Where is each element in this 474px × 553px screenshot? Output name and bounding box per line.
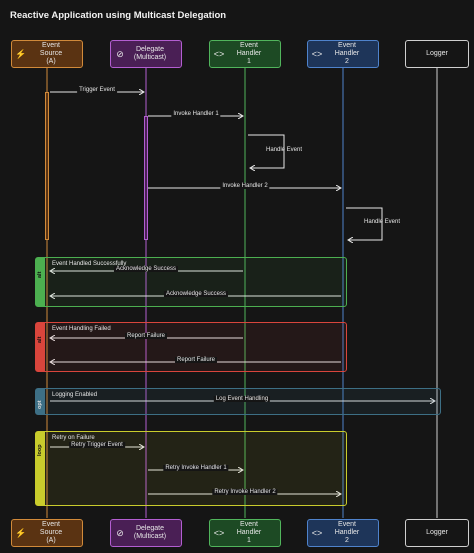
actor-label: Logger — [426, 49, 448, 57]
message-ack-success-2: Acknowledge Success — [163, 291, 229, 297]
actor-label: Event Handler — [236, 41, 262, 57]
message-invoke-h2: Invoke Handler 2 — [220, 183, 270, 189]
message-handle-event-2: Handle Event — [364, 219, 401, 225]
bolt-icon: ⚡ — [15, 527, 27, 538]
actor-label: Logger — [426, 528, 448, 536]
bolt-icon: ⚡ — [15, 48, 27, 59]
frame-keyword: loop — [37, 444, 43, 456]
frame-condition: Event Handling Failed — [52, 326, 111, 332]
frame-keyword: opt — [37, 400, 43, 409]
actor-event-source-top: ⚡ Event Source(A) — [11, 40, 83, 68]
message-log-event: Log Event Handling — [213, 396, 271, 402]
frame-condition: Retry on Failure — [52, 435, 95, 441]
frame-alt-success: alt Event Handled Successfully — [35, 257, 347, 307]
arrow-handle-event-2 — [346, 207, 383, 240]
actor-delegate-top: ⊘ Delegate(Multicast) — [110, 40, 182, 68]
message-retry-invoke-2: Retry Invoke Handler 2 — [212, 489, 278, 495]
actor-event-source-bottom: ⚡ Event Source(A) — [11, 519, 83, 547]
message-trigger-event: Trigger Event — [77, 87, 117, 93]
actor-sublabel: (Multicast) — [133, 533, 167, 540]
message-report-failure-1: Report Failure — [124, 333, 168, 339]
diagram-title: Reactive Application using Multicast Del… — [10, 10, 227, 21]
code-icon: <> — [311, 48, 323, 59]
actor-logger-top: Logger — [405, 40, 469, 68]
actor-logger-bottom: Logger — [405, 519, 469, 547]
message-retry-trigger: Retry Trigger Event — [69, 442, 125, 448]
actor-sublabel: 1 — [247, 58, 251, 66]
actor-label: Delegate — [135, 524, 165, 532]
code-icon: <> — [213, 527, 225, 538]
actor-sublabel: (A) — [46, 58, 56, 66]
actor-sublabel: (A) — [46, 537, 56, 545]
message-invoke-h1: Invoke Handler 1 — [171, 111, 221, 117]
arrow-handle-event-1 — [248, 134, 285, 168]
code-icon: <> — [213, 48, 225, 59]
code-icon: <> — [311, 527, 323, 538]
frame-alt-failure: alt Event Handling Failed — [35, 322, 347, 372]
actor-label: Event Handler — [236, 520, 262, 536]
actor-label: Event Handler — [334, 41, 360, 57]
frame-keyword: alt — [37, 336, 43, 343]
actor-label: Delegate — [135, 45, 165, 53]
message-report-failure-2: Report Failure — [174, 357, 218, 363]
actor-sublabel: 2 — [345, 58, 349, 66]
actor-label: Event Source — [39, 41, 63, 57]
frame-condition: Event Handled Successfully — [52, 261, 127, 267]
frame-condition: Logging Enabled — [52, 392, 98, 398]
actor-delegate-bottom: ⊘ Delegate(Multicast) — [110, 519, 182, 547]
actor-sublabel: (Multicast) — [133, 54, 167, 61]
link-icon: ⊘ — [116, 527, 124, 538]
actor-sublabel: 2 — [345, 537, 349, 545]
link-icon: ⊘ — [116, 48, 124, 59]
message-handle-event-1: Handle Event — [266, 147, 303, 153]
actor-sublabel: 1 — [247, 537, 251, 545]
message-retry-invoke-1: Retry Invoke Handler 1 — [163, 465, 229, 471]
activation-src — [45, 92, 49, 240]
message-ack-success-1: Acknowledge Success — [113, 266, 179, 272]
activation-del — [144, 116, 148, 240]
frame-keyword: alt — [37, 271, 43, 278]
actor-label: Event Handler — [334, 520, 360, 536]
actor-label: Event Source — [39, 520, 63, 536]
